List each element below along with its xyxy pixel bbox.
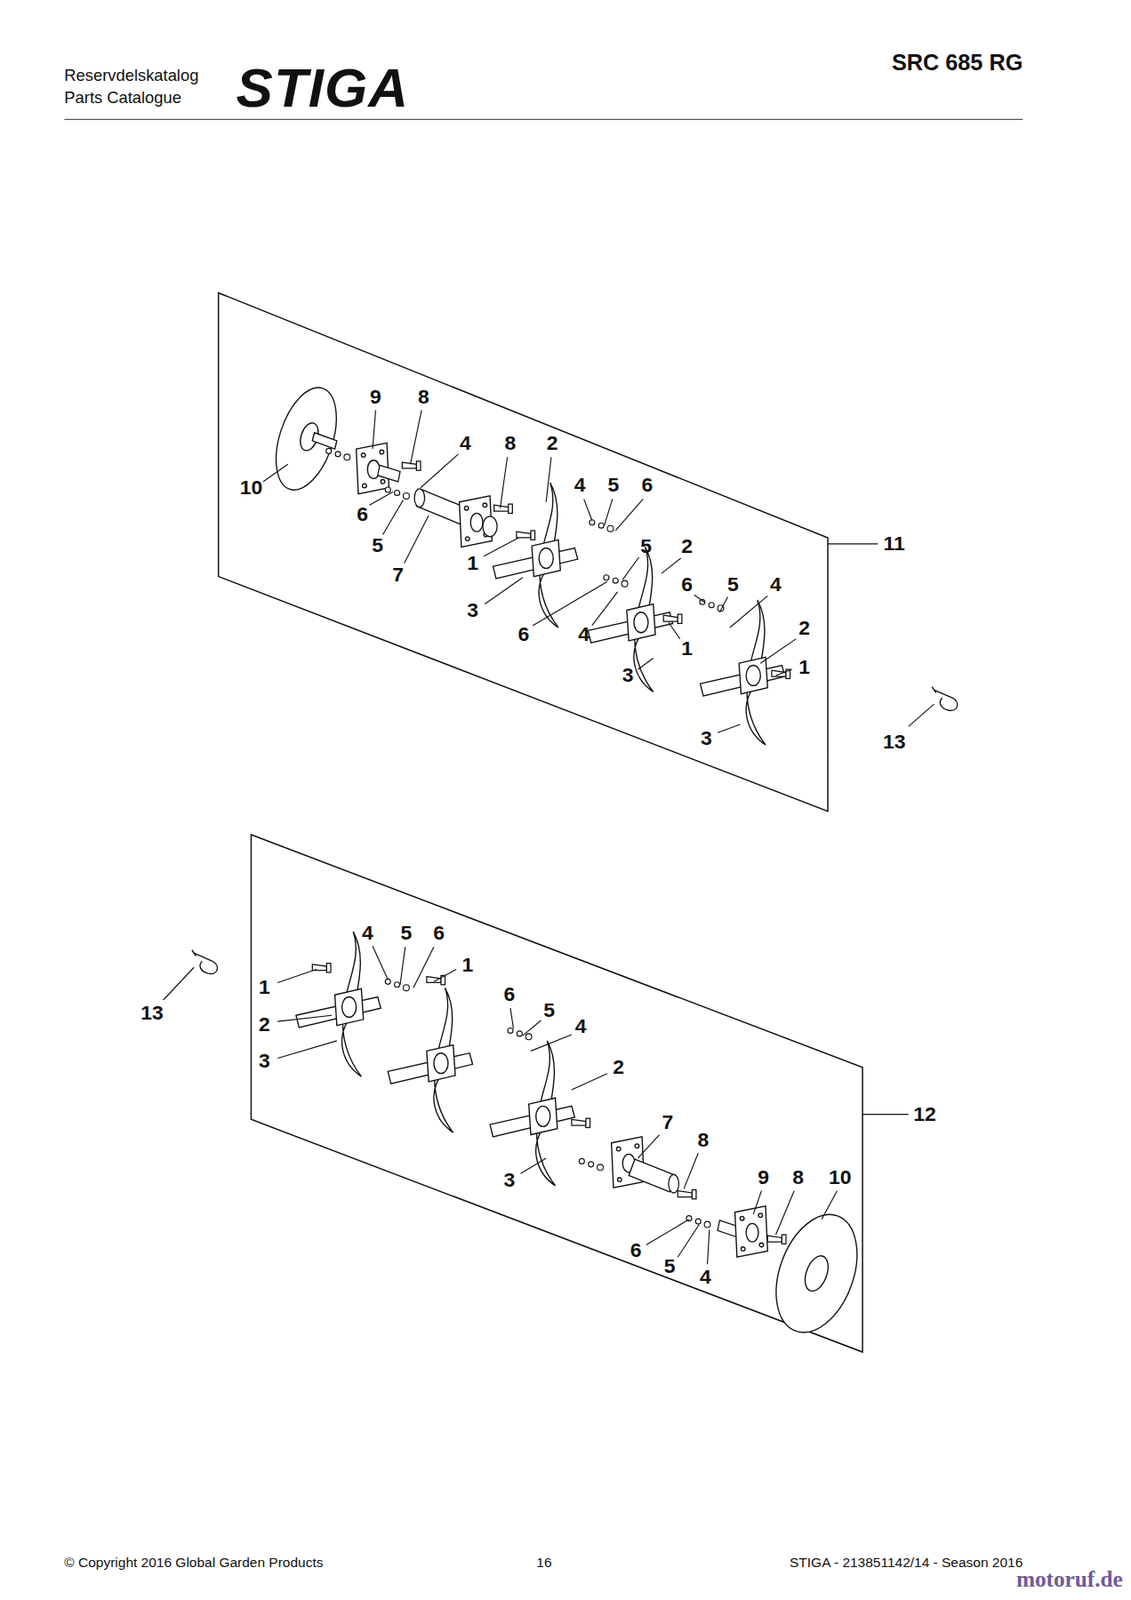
callout-number: 11 xyxy=(883,532,906,555)
callout-number: 4 xyxy=(459,433,472,456)
callout-number: 5 xyxy=(543,999,555,1022)
callout-number: 5 xyxy=(401,922,413,946)
callout-number: 4 xyxy=(577,623,590,646)
callout-number: 4 xyxy=(574,474,586,498)
callout-number: 6 xyxy=(356,503,369,526)
callout-number: 6 xyxy=(503,984,515,1007)
callout-number: 8 xyxy=(792,1166,804,1189)
callout-number: 1 xyxy=(681,638,693,661)
callout-number: 10 xyxy=(828,1166,852,1189)
callout-number: 3 xyxy=(258,1050,271,1073)
callout-number: 3 xyxy=(622,664,634,687)
callout-number: 2 xyxy=(258,1013,271,1036)
callout-number: 7 xyxy=(661,1111,674,1134)
catalogue-label: Parts Catalogue xyxy=(64,88,182,107)
callout-number: 4 xyxy=(699,1267,712,1290)
callout-number: 2 xyxy=(546,433,559,456)
callout-number: 8 xyxy=(505,433,517,456)
callout-number: 10 xyxy=(240,476,264,499)
callout-number: 3 xyxy=(503,1170,515,1193)
callout-number: 7 xyxy=(392,564,404,587)
callout-number: 3 xyxy=(466,599,479,622)
callout-number: 1 xyxy=(461,954,474,977)
watermark: motoruf.de xyxy=(1016,1567,1123,1593)
callout-number: 1 xyxy=(466,552,479,575)
document-code: STIGA - 213851142/14 - Season 2016 xyxy=(789,1555,1023,1571)
callout-number: 13 xyxy=(140,1002,164,1025)
callout-number: 5 xyxy=(371,535,384,558)
callout-number: 1 xyxy=(258,977,271,1000)
callout-number: 6 xyxy=(518,623,530,646)
callout-number: 12 xyxy=(913,1103,937,1126)
catalogue-label: Reservdelskatalog xyxy=(64,66,199,85)
callout-number: 6 xyxy=(630,1240,642,1263)
callout-number: 13 xyxy=(882,730,907,754)
callout-number: 1 xyxy=(798,656,811,679)
callout-number: 9 xyxy=(757,1166,770,1189)
callout-number: 9 xyxy=(369,385,382,409)
callout-number: 8 xyxy=(697,1130,710,1153)
callout-number: 5 xyxy=(664,1255,676,1278)
callout-number: 4 xyxy=(361,922,374,946)
callout-number: 2 xyxy=(612,1056,625,1079)
callout-number: 5 xyxy=(727,573,739,596)
page-number: 16 xyxy=(536,1555,552,1571)
callout-number: 6 xyxy=(681,573,693,596)
callout-number: 5 xyxy=(640,536,652,559)
callout-number: 8 xyxy=(417,385,430,409)
model-title: SRC 685 RG xyxy=(891,50,1023,76)
callout-number: 6 xyxy=(641,474,653,498)
callout-number: 5 xyxy=(608,474,620,498)
callout-number: 6 xyxy=(433,922,445,946)
copyright-text: © Copyright 2016 Global Garden Products xyxy=(64,1555,323,1571)
callout-number: 2 xyxy=(798,617,811,641)
callout-number: 3 xyxy=(700,728,713,751)
callout-number: 2 xyxy=(681,536,693,559)
callout-number: 4 xyxy=(575,1015,587,1038)
logo-text: STIGA xyxy=(236,57,410,119)
callout-number: 4 xyxy=(770,573,782,596)
